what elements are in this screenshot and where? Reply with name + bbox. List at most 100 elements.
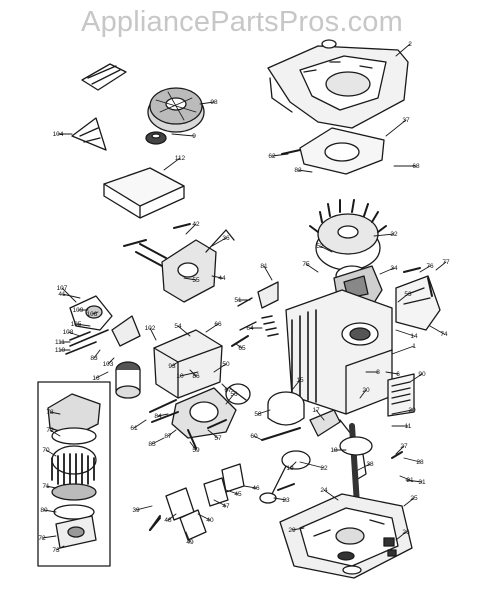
leader-line-50 xyxy=(213,363,227,373)
leader-line-40 xyxy=(197,513,211,521)
leader-line-47 xyxy=(213,499,227,507)
leader-line-103 xyxy=(107,357,115,365)
part-label-11: 11 xyxy=(405,423,412,430)
leader-line-29 xyxy=(291,527,305,531)
part-label-108: 108 xyxy=(63,329,74,336)
part-label-75: 75 xyxy=(302,261,310,268)
leader-line-41 xyxy=(61,293,81,299)
leader-line-23 xyxy=(273,497,287,501)
leader-line-54 xyxy=(177,325,191,337)
part-label-105: 105 xyxy=(71,321,82,328)
part-label-10: 10 xyxy=(176,373,184,380)
part-label-78: 78 xyxy=(46,409,54,416)
leader-line-70 xyxy=(45,449,57,457)
part-label-24: 24 xyxy=(320,487,328,494)
leader-line-6 xyxy=(385,371,399,375)
gasket-plate-part xyxy=(299,127,385,175)
part-label-31: 31 xyxy=(418,479,426,486)
leader-line-90 xyxy=(409,373,423,383)
leader-line-86 xyxy=(189,369,197,377)
part-label-74: 74 xyxy=(440,331,448,338)
leader-line-25 xyxy=(403,497,415,507)
leader-line-53 xyxy=(397,293,409,303)
leader-line-80 xyxy=(43,509,57,513)
flywheel-part xyxy=(309,199,387,287)
part-label-90: 90 xyxy=(418,371,426,378)
leader-line-36 xyxy=(211,237,227,247)
leader-line-62 xyxy=(271,153,289,157)
part-label-28: 28 xyxy=(416,459,424,466)
leader-line-20 xyxy=(359,389,367,399)
leader-line-28 xyxy=(403,457,421,463)
leader-line-105 xyxy=(75,323,91,327)
air-cleaner-inset xyxy=(37,381,111,567)
grommet-part xyxy=(145,131,167,145)
part-label-2: 2 xyxy=(408,41,412,48)
leader-line-83 xyxy=(93,349,101,359)
triangle-deflector-part xyxy=(71,117,107,151)
part-label-70: 70 xyxy=(42,447,50,454)
leader-line-52 xyxy=(319,245,333,253)
leader-line-10 xyxy=(179,371,199,377)
part-label-64: 64 xyxy=(246,325,254,332)
leader-line-56 xyxy=(225,393,235,405)
part-label-29: 29 xyxy=(288,527,296,534)
filter-box-part xyxy=(103,167,185,219)
leader-line-22 xyxy=(299,461,325,469)
leader-line-55 xyxy=(183,277,197,281)
piston-part xyxy=(225,383,305,426)
screen-strip-part xyxy=(81,63,127,91)
fuel-tank-part xyxy=(153,329,223,399)
part-label-17: 17 xyxy=(312,407,320,414)
leader-line-84 xyxy=(157,413,169,417)
part-label-6: 6 xyxy=(396,371,400,378)
part-label-73: 73 xyxy=(52,547,60,554)
part-label-85: 85 xyxy=(148,441,156,448)
leader-line-44 xyxy=(211,275,223,279)
leader-line-17 xyxy=(315,409,325,421)
part-label-52: 52 xyxy=(316,243,324,250)
leader-line-112 xyxy=(163,157,181,171)
part-label-19: 19 xyxy=(286,465,294,472)
part-label-21: 21 xyxy=(406,477,414,484)
part-label-67: 67 xyxy=(224,387,232,394)
part-label-66: 66 xyxy=(214,321,222,328)
part-label-50: 50 xyxy=(222,361,230,368)
part-label-112: 112 xyxy=(175,155,186,162)
part-label-106: 106 xyxy=(87,311,98,318)
part-label-15: 15 xyxy=(296,377,304,384)
carburetor-part xyxy=(135,229,235,303)
part-label-25: 25 xyxy=(410,495,418,502)
part-label-79: 79 xyxy=(46,427,54,434)
leader-line-108 xyxy=(67,331,81,337)
part-label-81: 81 xyxy=(260,263,268,270)
part-label-110: 110 xyxy=(55,347,66,354)
part-label-8: 8 xyxy=(376,369,380,376)
leader-line-42 xyxy=(185,223,197,235)
part-label-38: 38 xyxy=(366,461,374,468)
cylinder-block-part xyxy=(285,289,393,415)
part-label-44: 44 xyxy=(218,275,226,282)
part-label-86: 86 xyxy=(192,373,200,380)
part-label-58: 58 xyxy=(254,411,262,418)
part-label-14: 14 xyxy=(410,333,418,340)
part-label-59: 59 xyxy=(192,447,200,454)
part-label-27: 27 xyxy=(400,443,408,450)
part-label-111: 111 xyxy=(55,339,65,346)
part-label-56: 56 xyxy=(230,391,238,398)
part-label-104: 104 xyxy=(53,131,64,138)
leader-line-106 xyxy=(91,311,99,315)
part-label-109: 109 xyxy=(73,307,84,314)
leader-line-65 xyxy=(235,343,243,349)
connecting-rod-part xyxy=(259,450,311,504)
leader-line-24 xyxy=(323,489,339,501)
leader-line-32 xyxy=(373,233,395,237)
part-label-22: 22 xyxy=(320,465,328,472)
part-label-40: 40 xyxy=(206,517,214,524)
leader-line-48 xyxy=(167,513,177,521)
part-label-48: 48 xyxy=(164,517,172,524)
part-label-55: 55 xyxy=(192,277,200,284)
part-label-18: 18 xyxy=(330,447,338,454)
leader-line-79 xyxy=(49,429,61,437)
